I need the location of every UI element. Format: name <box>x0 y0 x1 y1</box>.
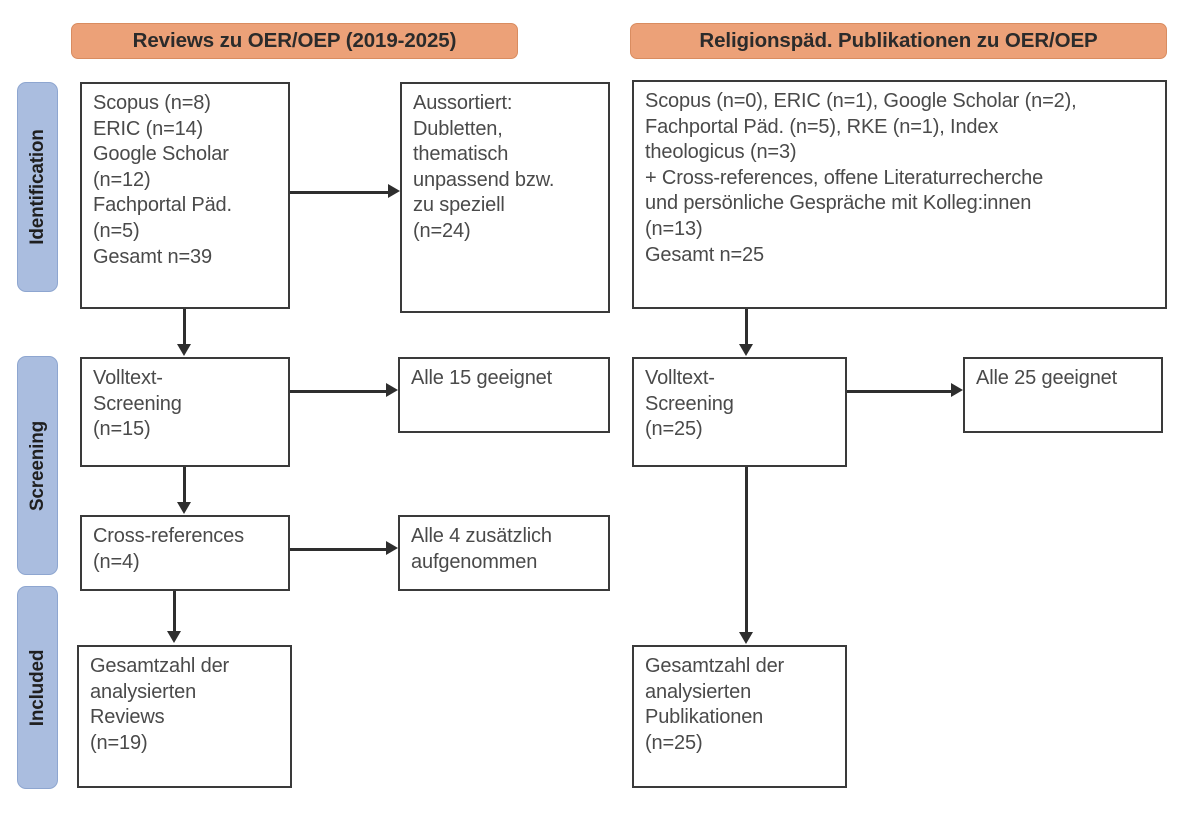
box-line: (n=25) <box>645 731 703 754</box>
box-line: Screening <box>645 392 734 415</box>
box-line: Scopus (n=8) <box>93 92 211 114</box>
box-line: thematisch <box>413 143 509 166</box>
column-header-reviews: Reviews zu OER/OEP (2019-2025) <box>71 23 518 59</box>
arrowhead-left-crossrefs-to-included <box>167 631 181 643</box>
arrowhead-right-screening-to-result <box>951 383 963 397</box>
box-line: Cross-references <box>93 525 244 547</box>
box-right-identification: Scopus (n=0), ERIC (n=1), Google Scholar… <box>632 80 1167 309</box>
box-line: + Cross-references, offene Literaturrech… <box>645 166 1044 189</box>
connector-left-id-to-screening <box>183 309 186 346</box>
column-header-religion: Religionspäd. Publikationen zu OER/OEP <box>630 23 1167 59</box>
box-line: Gesamtzahl der <box>90 655 230 677</box>
box-line: (n=24) <box>413 219 471 242</box>
arrowhead-left-id-to-screening <box>177 344 191 356</box>
stage-bar-screening: Screening <box>17 356 58 575</box>
box-left-included: Gesamtzahl der analysierten Reviews (n=1… <box>77 645 292 788</box>
box-right-screening-result: Alle 25 geeignet <box>963 357 1163 433</box>
box-left-screening-result: Alle 15 geeignet <box>398 357 610 433</box>
box-line: (n=4) <box>93 550 140 573</box>
box-line: und persönliche Gespräche mit Kolleg:inn… <box>645 192 1032 215</box>
box-line: Alle 25 geeignet <box>976 367 1118 389</box>
box-line: Gesamt n=25 <box>645 243 764 266</box>
box-left-identification: Scopus (n=8) ERIC (n=14) Google Scholar … <box>80 82 290 309</box>
box-line: zu speziell <box>413 194 505 217</box>
box-right-screening: Volltext- Screening (n=25) <box>632 357 847 467</box>
stage-bar-identification: Identification <box>17 82 58 292</box>
stage-label-included: Included <box>26 649 48 726</box>
box-line: analysierten <box>90 680 197 703</box>
box-line: Screening <box>93 392 182 415</box>
box-line: unpassend bzw. <box>413 168 555 191</box>
arrowhead-left-crossrefs-to-result <box>386 541 398 555</box>
connector-left-id-to-excluded <box>290 191 390 194</box>
arrowhead-right-screening-to-included <box>739 632 753 644</box>
column-header-religion-label: Religionspäd. Publikationen zu OER/OEP <box>699 29 1098 52</box>
connector-left-crossrefs-to-result <box>290 548 388 551</box>
box-left-crossrefs-result: Alle 4 zusätzlich aufgenommen <box>398 515 610 591</box>
box-line: Publikationen <box>645 706 764 729</box>
box-line: Volltext- <box>93 367 163 389</box>
box-line: analysierten <box>645 680 752 703</box>
arrowhead-left-screening-to-crossrefs <box>177 502 191 514</box>
box-line: (n=5) <box>93 219 140 242</box>
connector-right-screening-to-included <box>745 467 748 634</box>
arrowhead-left-id-to-excluded <box>388 184 400 198</box>
column-header-reviews-label: Reviews zu OER/OEP (2019-2025) <box>132 29 457 52</box>
box-line: Alle 15 geeignet <box>411 367 553 389</box>
box-line: Alle 4 zusätzlich <box>411 525 552 547</box>
box-line: ERIC (n=14) <box>93 117 204 140</box>
box-line: aufgenommen <box>411 550 538 573</box>
box-line: Gesamtzahl der <box>645 655 785 677</box>
box-line: Scopus (n=0), ERIC (n=1), Google Scholar… <box>645 90 1077 112</box>
box-line: (n=15) <box>93 418 151 441</box>
box-line: Fachportal Päd. <box>93 194 232 217</box>
stage-bar-included: Included <box>17 586 58 789</box>
box-left-excluded: Aussortiert: Dubletten, thematisch unpas… <box>400 82 610 313</box>
box-line: Dubletten, <box>413 117 503 140</box>
connector-left-screening-to-result <box>290 390 388 393</box>
box-line: (n=12) <box>93 168 151 191</box>
box-line: Gesamt n=39 <box>93 245 212 268</box>
connector-left-crossrefs-to-included <box>173 591 176 633</box>
stage-label-screening: Screening <box>26 420 48 511</box>
box-line: Volltext- <box>645 367 715 389</box>
box-left-crossrefs: Cross-references (n=4) <box>80 515 290 591</box>
box-line: (n=13) <box>645 217 703 240</box>
connector-right-screening-to-result <box>847 390 953 393</box>
box-left-screening: Volltext- Screening (n=15) <box>80 357 290 467</box>
connector-right-id-to-screening <box>745 309 748 346</box>
stage-label-identification: Identification <box>26 129 48 245</box>
connector-left-screening-to-crossrefs <box>183 467 186 504</box>
box-line: Fachportal Päd. (n=5), RKE (n=1), Index <box>645 115 999 138</box>
box-line: (n=19) <box>90 731 148 754</box>
box-line: Google Scholar <box>93 143 229 166</box>
arrowhead-right-id-to-screening <box>739 344 753 356</box>
box-line: (n=25) <box>645 418 703 441</box>
box-right-included: Gesamtzahl der analysierten Publikatione… <box>632 645 847 788</box>
arrowhead-left-screening-to-result <box>386 383 398 397</box>
box-line: theologicus (n=3) <box>645 141 797 164</box>
box-line: Aussortiert: <box>413 92 513 114</box>
box-line: Reviews <box>90 706 165 729</box>
